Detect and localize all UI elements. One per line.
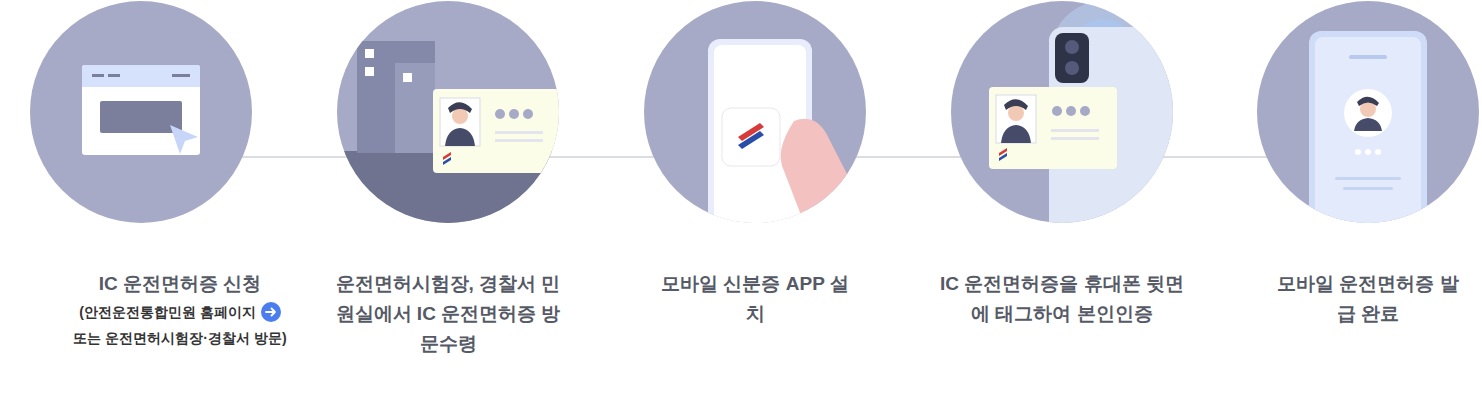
nfc-tag-illustration (951, 1, 1173, 223)
step-caption: IC 운전면허증 신청 (안전운전통합민원 홈페이지 또는 운전면허시험장·경찰서… (30, 269, 330, 351)
step-note: (안전운전통합민원 홈페이지 (79, 304, 256, 320)
step-note-row: (안전운전통합민원 홈페이지 (30, 299, 330, 325)
step-caption: 운전면허시험장, 경찰서 민원실에서 IC 운전면허증 방문수령 (330, 269, 566, 359)
step-caption: IC 운전면허증을 휴대폰 뒷면에 태그하여 본인인증 (937, 269, 1187, 329)
step-node: 모바일 신분증 APP 설치 (644, 1, 866, 223)
step-connector (240, 156, 348, 158)
office-illustration (337, 1, 559, 223)
step-node: IC 운전면허증 신청(안전운전통합민원 홈페이지 또는 운전면허시험장·경찰서… (30, 1, 252, 223)
step-circle (30, 1, 252, 223)
mobile-license-illustration (1257, 1, 1479, 223)
browser-illustration (30, 1, 252, 223)
step-node: IC 운전면허증을 휴대폰 뒷면에 태그하여 본인인증 (951, 1, 1173, 223)
step-note-row: 또는 운전면허시험장·경찰서 방문) (30, 325, 330, 351)
step-connector (1161, 156, 1268, 158)
step-caption: 모바일 운전면허증 발급 완료 (1268, 269, 1468, 329)
link-arrow-icon (261, 302, 281, 322)
step-title: IC 운전면허증을 휴대폰 뒷면에 태그하여 본인인증 (937, 269, 1187, 329)
step-title: 모바일 신분증 APP 설치 (655, 269, 855, 329)
step-node: 운전면허시험장, 경찰서 민원실에서 IC 운전면허증 방문수령 (337, 1, 559, 223)
step-node: 모바일 운전면허증 발급 완료 (1257, 1, 1479, 223)
step-title: IC 운전면허증 신청 (30, 269, 330, 299)
step-circle (644, 1, 866, 223)
step-connector (854, 156, 962, 158)
step-circle (337, 1, 559, 223)
phone-app-illustration (644, 1, 866, 223)
step-note: 또는 운전면허시험장·경찰서 방문) (73, 330, 286, 346)
step-circle (1257, 1, 1479, 223)
step-title: 모바일 운전면허증 발급 완료 (1268, 269, 1468, 329)
step-title: 운전면허시험장, 경찰서 민원실에서 IC 운전면허증 방문수령 (330, 269, 566, 359)
step-caption: 모바일 신분증 APP 설치 (655, 269, 855, 329)
step-circle (951, 1, 1173, 223)
step-connector (547, 156, 655, 158)
